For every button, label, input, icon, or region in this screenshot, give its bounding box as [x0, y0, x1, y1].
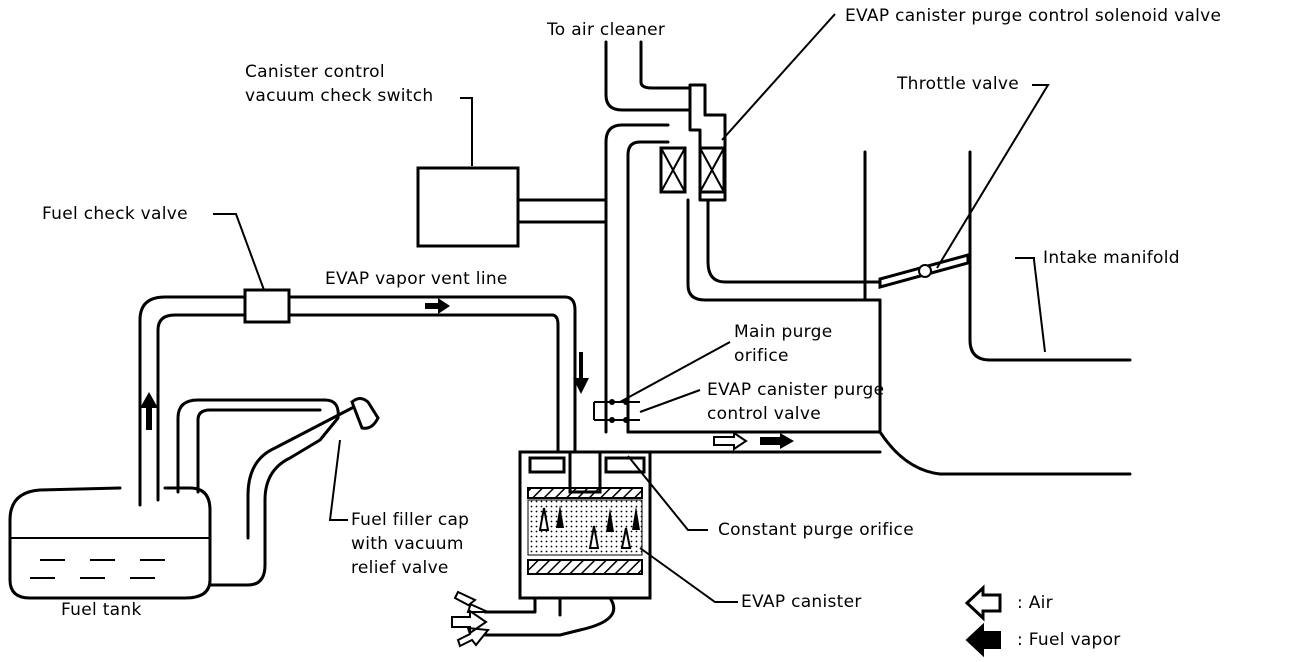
evap-canister-label: EVAP canister — [741, 592, 862, 612]
purge-line — [593, 399, 882, 454]
fuel-tank-label: Fuel tank — [61, 600, 142, 620]
purge-vapor-arrow-icon — [760, 433, 794, 449]
intake-manifold-label: Intake manifold — [1043, 248, 1180, 268]
throttle-valve-label: Throttle valve — [897, 74, 1020, 94]
vapor-vent-line-label: EVAP vapor vent line — [325, 269, 508, 289]
up-flow-arrow-icon — [140, 392, 158, 430]
fuel-filler-cap-label: Fuel filler cap with vacuum relief valve — [351, 510, 470, 578]
purge-control-valve-label: EVAP canister purge control valve — [707, 380, 885, 424]
vacuum-check-switch-box — [416, 166, 520, 248]
legend-fuel-vapor-text: : Fuel vapor — [1017, 630, 1121, 650]
down-flow-arrow-icon — [573, 352, 589, 394]
throttle-valve-plate — [878, 253, 970, 289]
leader-lines — [213, 13, 1050, 603]
legend-air-arrow-icon — [964, 584, 1002, 622]
vapor-vent-line — [138, 288, 589, 507]
intake-manifold — [863, 150, 1132, 476]
legend-fuel-vapor-arrow-icon — [965, 622, 1001, 658]
main-purge-orifice-label: Main purge orifice — [734, 322, 833, 366]
evap-canister-body — [483, 450, 652, 637]
constant-purge-orifice-label: Constant purge orifice — [718, 520, 914, 540]
fuel-check-valve-body — [243, 288, 291, 324]
to-air-cleaner-label: To air cleaner — [547, 20, 666, 40]
purge-solenoid-valve — [659, 83, 727, 202]
vacuum-check-switch-label: Canister control vacuum check switch — [245, 62, 434, 106]
purge-air-arrow-icon — [713, 431, 748, 451]
vent-flow-arrow-icon — [425, 298, 450, 314]
fuel-check-valve-label: Fuel check valve — [42, 204, 188, 224]
inlet-air-arrows-icon — [451, 590, 490, 648]
fuel-tank — [8, 397, 380, 600]
vacuum-pipes — [516, 123, 882, 434]
purge-solenoid-label: EVAP canister purge control solenoid val… — [845, 6, 1222, 26]
legend-air-text: : Air — [1017, 593, 1053, 613]
air-cleaner-duct — [604, 40, 692, 112]
